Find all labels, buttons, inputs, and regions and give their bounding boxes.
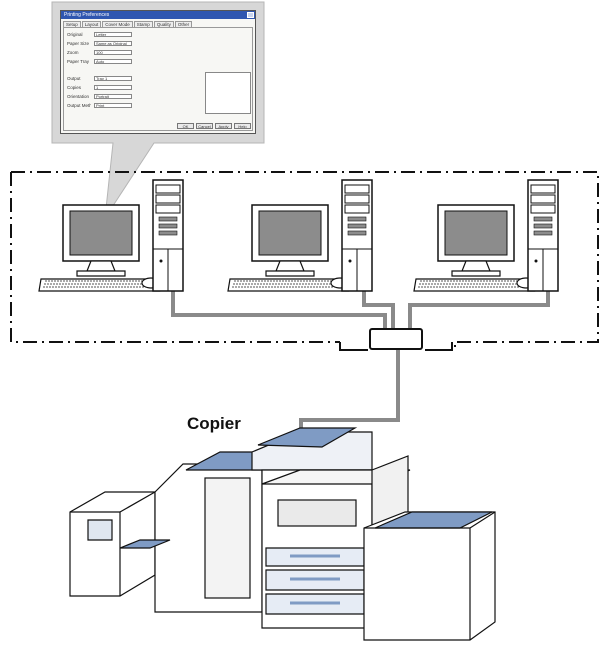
copier-label: Copier [187, 414, 241, 433]
tab-layout[interactable]: Layout [81, 21, 102, 27]
cancel-button[interactable]: Cancel [196, 123, 213, 129]
hub-icon [369, 328, 423, 350]
apply-button[interactable]: Apply [215, 123, 232, 129]
tab-quality[interactable]: Quality [153, 21, 174, 27]
copier-icon [69, 427, 496, 641]
tab-stamp[interactable]: Stamp [133, 21, 153, 27]
dialog-body: Original Letter Paper Size Same as Origi… [63, 27, 253, 131]
tab-cover-mode[interactable]: Cover Mode [102, 21, 133, 27]
help-button[interactable]: Help [234, 123, 251, 129]
workstation-2 [227, 179, 373, 292]
dialog-title: Printing Preferences [61, 11, 255, 19]
ok-button[interactable]: OK [177, 123, 194, 129]
network-boundary [10, 171, 599, 351]
workstation-3 [413, 179, 559, 292]
close-icon[interactable] [247, 12, 254, 18]
page-preview [205, 72, 251, 114]
tab-other[interactable]: Other [174, 21, 193, 27]
tab-setup[interactable]: Setup [63, 21, 81, 27]
